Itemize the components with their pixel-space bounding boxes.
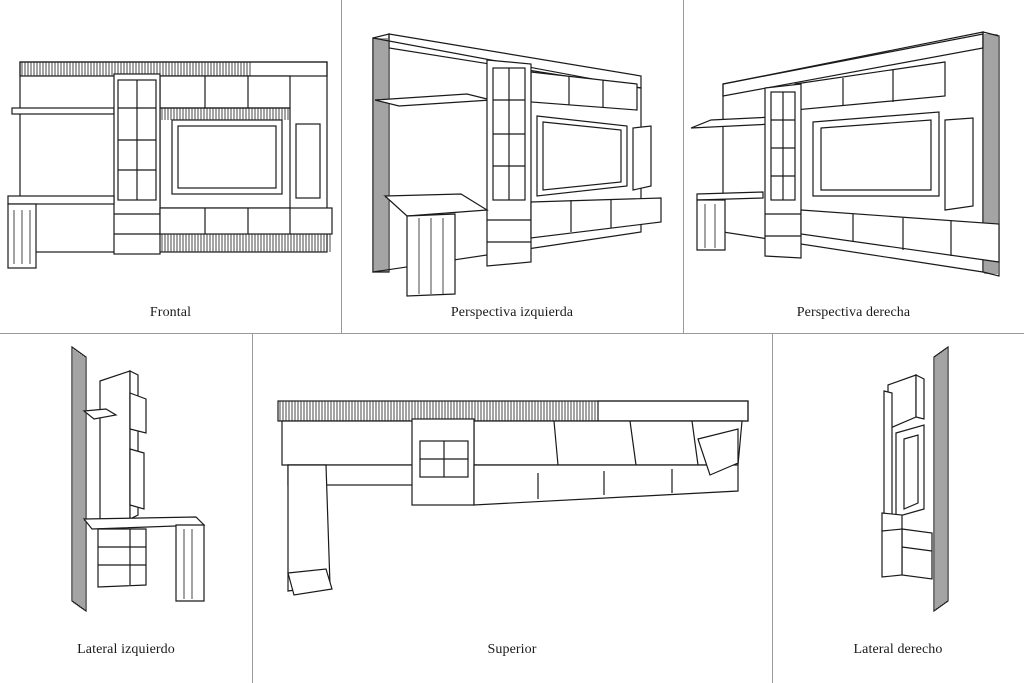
lateral-derecho-drawing bbox=[881, 345, 949, 613]
perspectiva-derecha-drawing bbox=[690, 31, 1000, 277]
view-lateral-izquierdo: Lateral izquierdo bbox=[0, 333, 252, 683]
frontal-drawing bbox=[7, 61, 333, 269]
view-lateral-derecho: Lateral derecho bbox=[772, 333, 1024, 683]
divider-vertical-4 bbox=[772, 333, 773, 683]
caption-perspectiva-derecha: Perspectiva derecha bbox=[796, 305, 911, 320]
caption-superior: Superior bbox=[487, 642, 537, 657]
superior-drawing bbox=[277, 400, 749, 596]
lateral-izquierdo-drawing bbox=[71, 345, 206, 613]
divider-horizontal bbox=[0, 333, 1024, 334]
view-superior: Superior bbox=[252, 333, 772, 683]
caption-lateral-izquierdo: Lateral izquierdo bbox=[77, 642, 175, 657]
view-perspectiva-derecha: Perspectiva derecha bbox=[683, 0, 1024, 333]
divider-vertical-2 bbox=[683, 0, 684, 333]
caption-lateral-derecho: Lateral derecho bbox=[853, 642, 943, 657]
view-perspectiva-izquierda: Perspectiva izquierda bbox=[341, 0, 683, 333]
divider-vertical-1 bbox=[341, 0, 342, 333]
caption-perspectiva-izquierda: Perspectiva izquierda bbox=[450, 305, 574, 320]
divider-vertical-3 bbox=[252, 333, 253, 683]
caption-frontal: Frontal bbox=[149, 305, 192, 320]
view-frontal: Frontal bbox=[0, 0, 341, 333]
perspectiva-izquierda-drawing bbox=[372, 33, 662, 297]
